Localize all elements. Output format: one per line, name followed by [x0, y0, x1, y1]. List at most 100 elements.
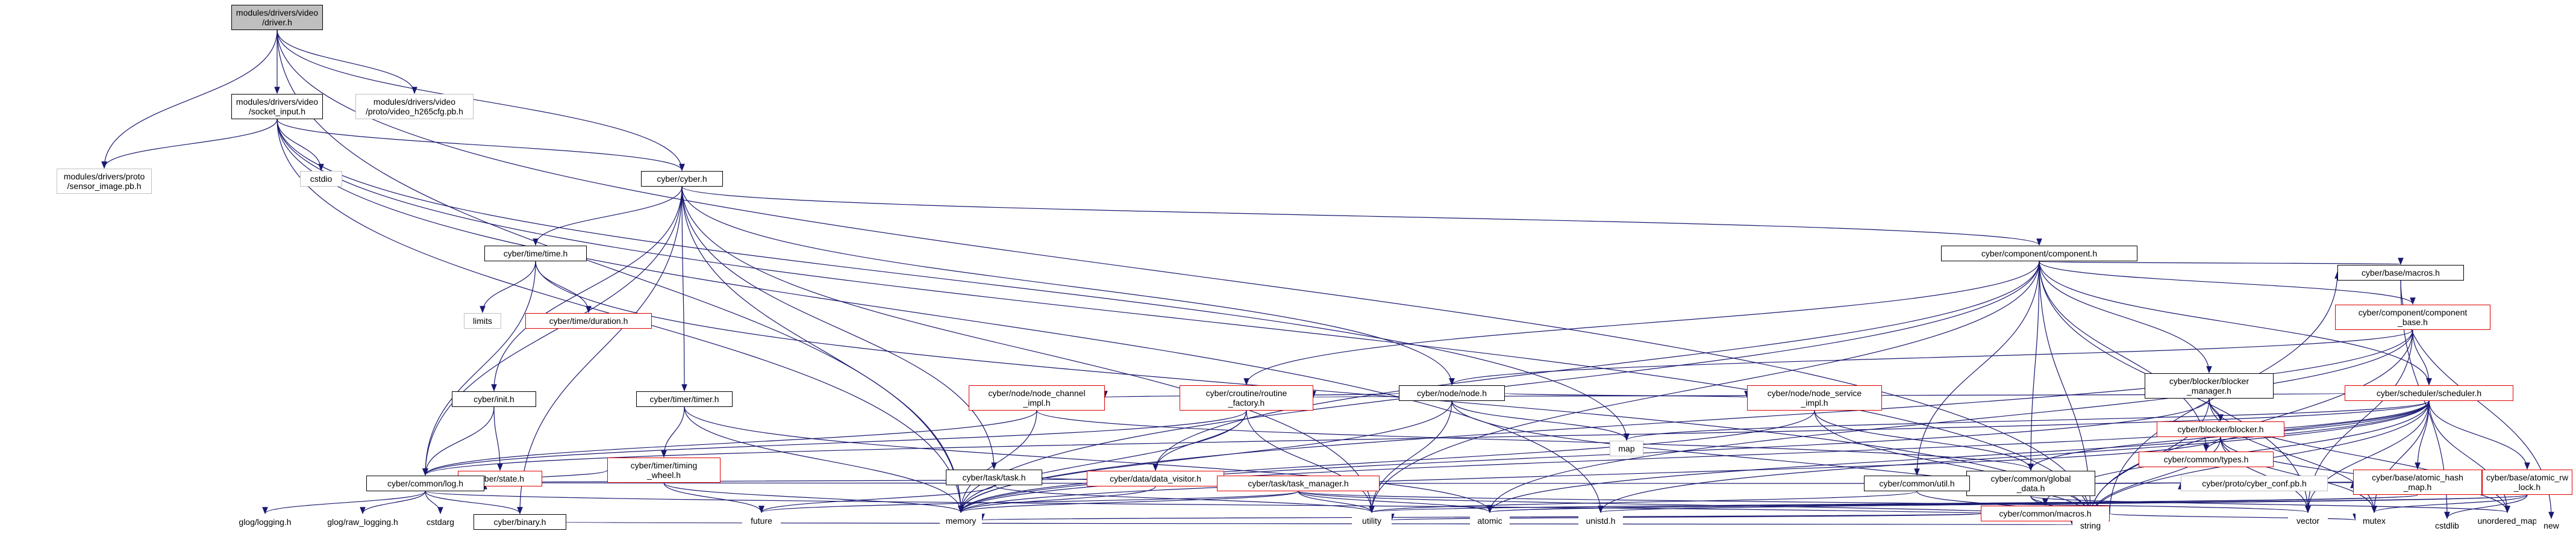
edge-component-base-h-to-node-h	[1449, 329, 2413, 386]
edge-node-h-to-memory	[958, 400, 1452, 514]
node-node-service-impl-h[interactable]: cyber/node/node_service_impl.h	[1747, 385, 1882, 411]
edge-socket-input-h-to-cyber-h	[277, 119, 685, 172]
node-blocker-h[interactable]: cyber/blocker/blocker.h	[2157, 421, 2284, 437]
node-state-h[interactable]: cyber/state.h	[458, 471, 542, 486]
edge-node-channel-impl-h-to-global-data-h	[1036, 410, 2034, 471]
node-driver-h[interactable]: modules/drivers/video/driver.h	[231, 5, 323, 30]
edge-routine-factory-h-to-memory	[958, 410, 1247, 514]
node-glog-raw-logging-h: glog/raw_logging.h	[317, 514, 408, 530]
edge-socket-input-h-to-map	[277, 119, 1630, 441]
node-timing-wheel-h[interactable]: cyber/timer/timing_wheel.h	[607, 458, 721, 483]
node-unordered-map: unordered_map	[2470, 513, 2545, 529]
node-blocker-manager-h[interactable]: cyber/blocker/blocker_manager.h	[2145, 373, 2274, 399]
edge-driver-h-to-video-h265cfg-pb-h	[277, 29, 417, 95]
node-unistd-h: unistd.h	[1578, 513, 1623, 529]
node-new: new	[2536, 519, 2566, 532]
node-task-h[interactable]: cyber/task/task.h	[946, 470, 1042, 485]
node-cyber-conf-pb-h: cyber/proto/cyber_conf.pb.h	[2181, 476, 2328, 491]
edge-driver-h-to-string	[277, 29, 2093, 520]
edge-task-manager-h-to-future	[758, 491, 1299, 514]
node-cyber-h[interactable]: cyber/cyber.h	[641, 171, 723, 187]
edge-cyber-h-to-log-h	[422, 186, 683, 476]
edge-component-base-h-to-atomic	[1487, 329, 2413, 514]
edge-component-h-to-data-visitor-h	[1152, 261, 2040, 471]
edge-blocker-h-to-mutex	[2220, 436, 2377, 514]
edge-util-h-to-utility	[1369, 491, 1918, 514]
edge-init-h-to-state-h	[493, 406, 503, 471]
node-atomic: atomic	[1470, 513, 1510, 529]
edge-node-h-to-map	[1451, 400, 1630, 441]
node-cstdlib: cstdlib	[2428, 519, 2466, 532]
edge-scheduler-h-to-memory	[958, 400, 2430, 514]
edge-blocker-h-to-string	[2087, 436, 2221, 520]
edge-scheduler-h-to-atomic-rw-lock-h	[2428, 400, 2530, 470]
edge-time-h-to-log-h	[422, 261, 536, 476]
node-glog-logging-h: glog/logging.h	[228, 514, 302, 530]
edge-scheduler-h-to-log-h	[422, 400, 2430, 476]
node-routine-factory-h[interactable]: cyber/croutine/routine_factory.h	[1180, 385, 1313, 411]
node-memory: memory	[940, 513, 982, 529]
node-component-h[interactable]: cyber/component/component.h	[1941, 246, 2137, 261]
node-global-data-h[interactable]: cyber/common/global_data.h	[1966, 471, 2095, 496]
node-task-manager-h[interactable]: cyber/task/task_manager.h	[1217, 476, 1380, 491]
edge-socket-input-h-to-sensor-image-pb-h	[101, 119, 278, 169]
edge-cyber-h-to-memory	[681, 186, 964, 514]
edge-macros-h-to-mutex	[2109, 513, 2358, 521]
node-util-h[interactable]: cyber/common/util.h	[1864, 476, 1970, 491]
edge-component-h-to-routine-factory-h	[1243, 261, 2040, 386]
node-log-h[interactable]: cyber/common/log.h	[366, 476, 484, 491]
edge-scheduler-h-to-unistd-h	[1598, 400, 2430, 514]
node-atomic-rw-lock-h[interactable]: cyber/base/atomic_rw_lock.h	[2482, 470, 2572, 495]
edge-cyber-h-to-binary-h	[517, 186, 683, 515]
edge-blocker-h-to-vector	[2220, 436, 2311, 514]
edge-log-h-to-binary-h	[425, 491, 523, 515]
node-macros-h[interactable]: cyber/common/macros.h	[1981, 506, 2110, 521]
node-component-base-h[interactable]: cyber/component/component_base.h	[2335, 305, 2490, 330]
node-future: future	[742, 513, 781, 529]
node-atomic-hash-map-h[interactable]: cyber/base/atomic_hash_map.h	[2353, 470, 2482, 495]
edge-component-h-to-scheduler-h	[2039, 261, 2432, 386]
node-video-h265cfg-pb-h: modules/drivers/video/proto/video_h265cf…	[355, 94, 474, 119]
edge-timer-h-to-atomic	[684, 406, 1493, 514]
edge-cyber-h-to-utility	[681, 186, 1375, 514]
edge-init-h-to-log-h	[422, 406, 495, 476]
node-data-visitor-h[interactable]: cyber/data/data_visitor.h	[1087, 471, 1224, 486]
node-types-h[interactable]: cyber/common/types.h	[2139, 452, 2274, 467]
node-duration-h[interactable]: cyber/time/duration.h	[525, 313, 652, 329]
edge-node-service-impl-h-to-memory	[958, 410, 1815, 514]
node-socket-input-h[interactable]: modules/drivers/video/socket_input.h	[231, 94, 323, 119]
edge-atomic-rw-lock-h-to-unistd-h	[1598, 494, 2528, 514]
edge-task-manager-h-to-atomic	[1298, 491, 1493, 514]
edge-log-h-to-glog-logging-h	[262, 491, 426, 515]
node-scheduler-h[interactable]: cyber/scheduler/scheduler.h	[2345, 385, 2513, 401]
edge-scheduler-h-to-unordered-map	[2428, 400, 2510, 514]
edge-timing-wheel-h-to-future	[663, 482, 764, 514]
node-cstdio: cstdio	[300, 171, 342, 187]
node-timer-h[interactable]: cyber/timer/timer.h	[636, 391, 733, 407]
node-base-macros-h[interactable]: cyber/base/macros.h	[2337, 265, 2464, 281]
edge-scheduler-h-to-map	[1624, 400, 2430, 441]
node-binary-h[interactable]: cyber/binary.h	[474, 514, 566, 530]
edge-atomic-rw-lock-h-to-mutex	[2371, 494, 2528, 514]
node-map: map	[1610, 441, 1643, 456]
edge-cyber-h-to-node-h	[681, 186, 1455, 386]
edge-cyber-h-to-time-h	[533, 186, 683, 246]
node-sensor-image-pb-h: modules/drivers/proto/sensor_image.pb.h	[57, 169, 152, 194]
node-time-h[interactable]: cyber/time/time.h	[484, 246, 587, 261]
node-init-h[interactable]: cyber/init.h	[452, 391, 536, 407]
edge-component-h-to-component-base-h	[2039, 261, 2416, 305]
edge-time-h-to-limits	[480, 261, 536, 314]
edge-global-data-h-to-unordered-map	[2030, 495, 2510, 514]
edge-task-h-to-utility	[993, 485, 1375, 514]
edge-driver-h-to-cyber-h	[277, 29, 685, 172]
edge-component-base-h-to-scheduler-h	[2412, 329, 2432, 386]
edge-routine-factory-h-to-utility	[1246, 410, 1375, 514]
edge-macros-h-to-utility	[1390, 513, 1981, 521]
node-node-h[interactable]: cyber/node/node.h	[1399, 385, 1505, 401]
edge-node-service-impl-h-to-global-data-h	[1814, 410, 2034, 471]
node-node-channel-impl-h[interactable]: cyber/node/node_channel_impl.h	[969, 385, 1105, 411]
edge-cyber-h-to-init-h	[491, 186, 683, 392]
edge-socket-input-h-to-unistd-h	[277, 119, 1604, 514]
edge-component-h-to-blocker-manager-h	[2039, 261, 2212, 374]
